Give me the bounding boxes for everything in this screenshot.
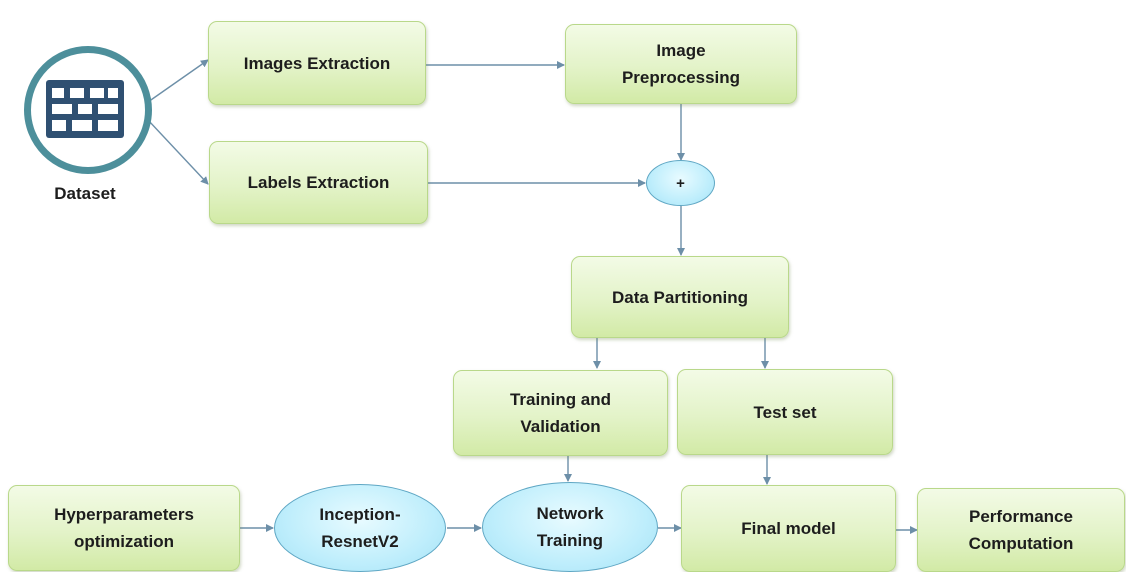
image-preprocessing-node: Image Preprocessing [565,24,797,104]
images-extraction-node: Images Extraction [208,21,426,105]
table-grid-icon [46,80,124,138]
combine-node: + [646,160,715,206]
dataset-label: Dataset [54,184,116,203]
image-preprocessing-label: Image Preprocessing [621,41,741,87]
final-model-node: Final model [681,485,896,572]
final-model-label: Final model [741,519,836,538]
images-extraction-label: Images Extraction [243,53,391,73]
performance-computation-label: Performance Computation [968,507,1074,553]
test-set-node: Test set [677,369,893,455]
arrow-dataset-to-labels [147,119,209,185]
dataset-circle [24,46,152,174]
data-partitioning-node: Data Partitioning [571,256,789,338]
performance-computation-node: Performance Computation [917,488,1125,572]
hyperparameters-label: Hyperparameters optimization [54,505,194,551]
combine-label: + [676,174,685,192]
network-training-label: Network Training [536,504,604,550]
test-set-label: Test set [753,402,817,422]
labels-extraction-label: Labels Extraction [247,173,390,192]
inception-resnet-label: Inception- ResnetV2 [319,505,401,551]
hyperparameters-node: Hyperparameters optimization [8,485,240,571]
data-partitioning-label: Data Partitioning [611,287,748,307]
training-validation-node: Training and Validation [453,370,668,456]
training-validation-label: Training and Validation [509,390,612,436]
network-training-node: Network Training [482,482,658,572]
arrow-dataset-to-images [147,59,209,103]
labels-extraction-node: Labels Extraction [209,141,428,224]
inception-resnet-node: Inception- ResnetV2 [274,484,446,572]
